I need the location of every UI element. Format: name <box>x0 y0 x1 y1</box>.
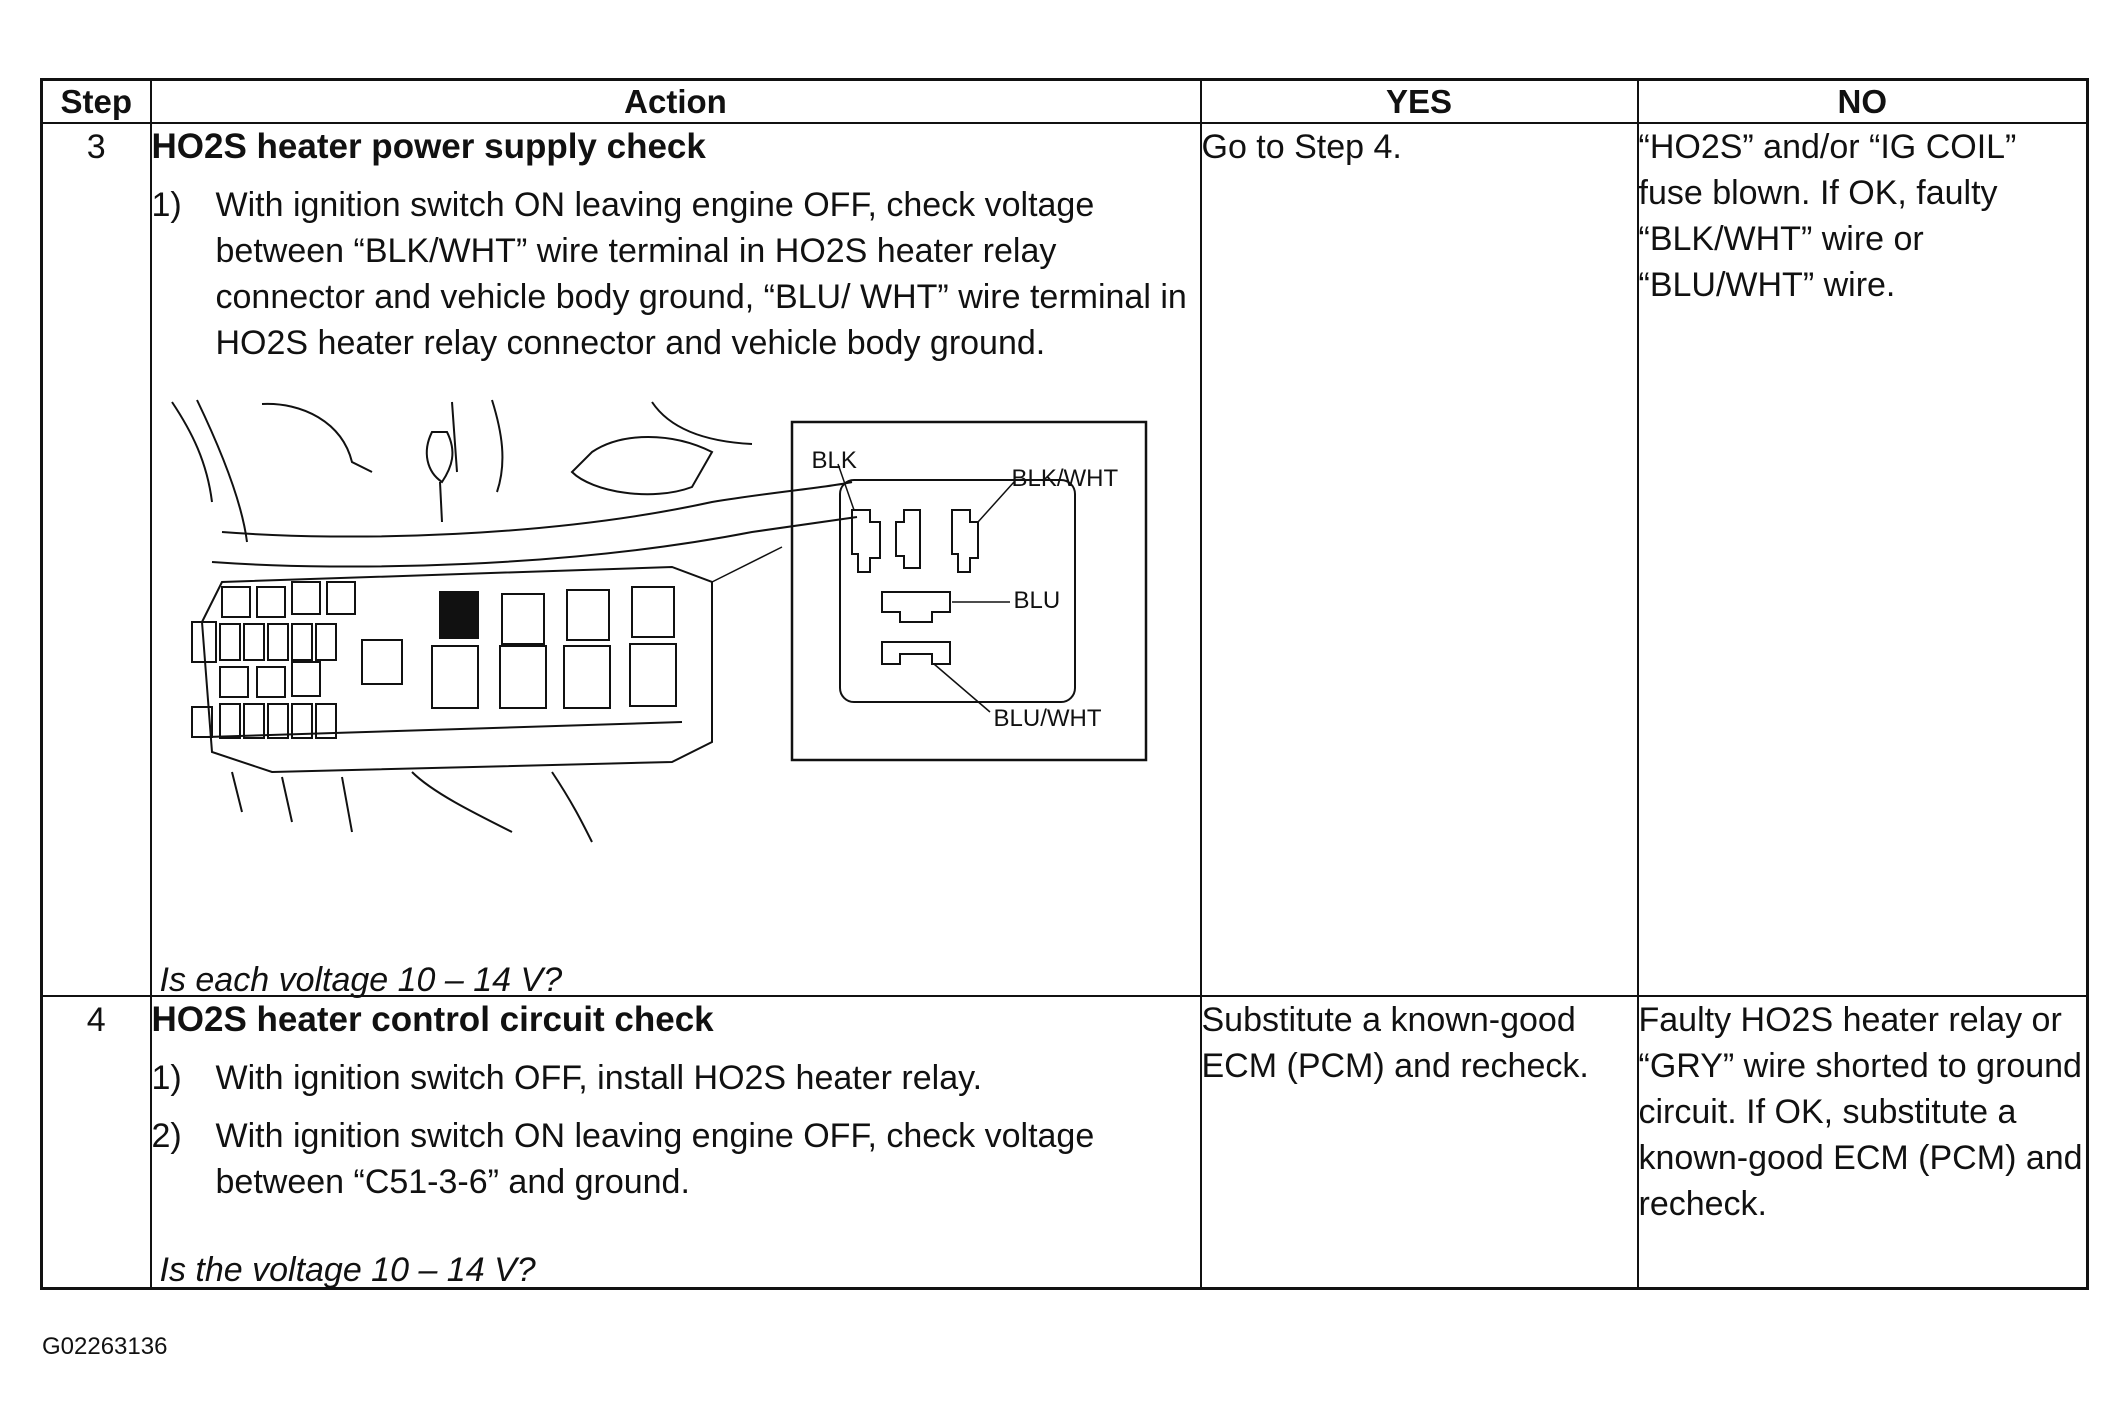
item-text: With ignition switch ON leaving engine O… <box>215 1117 1095 1201</box>
step-question: Is each voltage 10 – 14 V? <box>159 961 563 999</box>
table-row-step-4: 4 HO2S heater control circuit check 1) W… <box>40 995 2089 1289</box>
label-blu: BLU <box>1013 587 1061 614</box>
step-title: HO2S heater control circuit check <box>151 1000 714 1039</box>
engine-bay-illustration <box>170 399 1147 843</box>
step-title: HO2S heater power supply check <box>151 127 706 166</box>
action-cell: HO2S heater power supply check 1) With i… <box>149 122 1202 999</box>
item-number: 2) <box>151 1117 182 1155</box>
label-blu-wht: BLU/WHT <box>993 705 1102 732</box>
header-row: Step Action YES NO <box>40 78 2089 124</box>
item-number: 1) <box>151 186 182 224</box>
action-cell: HO2S heater control circuit check 1) Wit… <box>149 995 1202 1289</box>
step-question: Is the voltage 10 – 14 V? <box>159 1250 536 1289</box>
item-text: With ignition switch ON leaving engine O… <box>215 186 1187 362</box>
no-cell: “HO2S” and/or “IG COIL” fuse blown. If O… <box>1636 122 2089 997</box>
list-item: 2) With ignition switch ON leaving engin… <box>152 1113 1200 1205</box>
diagnostic-table: Step Action YES NO 3 HO2S heater power s… <box>40 78 2089 1290</box>
yes-cell: Substitute a known-good ECM (PCM) and re… <box>1199 995 1639 1289</box>
no-cell: Faulty HO2S heater relay or “GRY” wire s… <box>1636 995 2089 1289</box>
yes-cell: Go to Step 4. <box>1199 122 1639 997</box>
list-item: 1) With ignition switch OFF, install HO2… <box>152 1055 1200 1101</box>
header-no: NO <box>1636 78 2089 124</box>
list-item: 1) With ignition switch ON leaving engin… <box>152 182 1200 366</box>
item-number: 1) <box>151 1059 182 1097</box>
relay-location-figure: BLK BLK/WHT BLU BLU/WHT <box>152 392 1152 844</box>
label-blk-wht: BLK/WHT <box>1011 465 1119 492</box>
table-row-step-3: 3 HO2S heater power supply check 1) With… <box>40 122 2089 999</box>
step-number: 4 <box>40 995 152 1289</box>
header-yes: YES <box>1199 78 1639 124</box>
header-step: Step <box>40 78 152 124</box>
header-action: Action <box>149 78 1202 124</box>
figure-code: G02263136 <box>42 1333 168 1360</box>
label-blk: BLK <box>811 447 857 474</box>
item-text: With ignition switch OFF, install HO2S h… <box>215 1059 983 1097</box>
step-number: 3 <box>40 122 152 997</box>
